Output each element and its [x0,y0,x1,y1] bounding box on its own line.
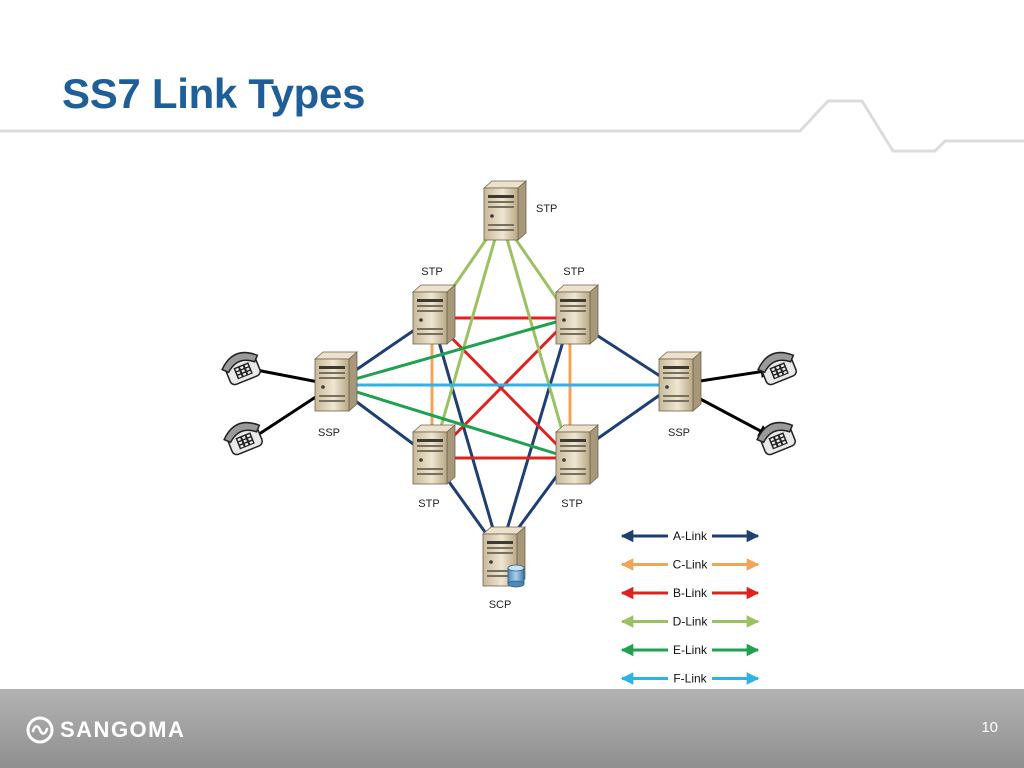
footer-bar: SANGOMA 10 [0,689,1024,768]
legend-label: E-Link [673,643,708,657]
e-link-ssp-l-to-stp-lr [332,382,572,461]
stp-node: STP [554,424,600,510]
ssp-node: SSP [313,351,359,439]
node-label: SSP [668,427,690,439]
stp-node: STP [554,266,600,345]
stp-node: STP [411,266,457,345]
scp-node: SCP [481,526,527,611]
ssp-node: SSP [657,351,703,439]
sangoma-logo-icon [26,716,54,744]
nodes-layer: STP STP STP STP STP SSP SSP SCP [221,180,797,611]
legend-item-c-link: C-Link [620,558,760,572]
page-number: 10 [981,719,998,736]
legend-label: C-Link [673,558,709,572]
node-label: STP [561,498,582,510]
legend-item-f-link: F-Link [620,672,760,686]
telephone-icon [757,351,797,386]
telephone-icon [223,421,263,456]
legend-label: A-Link [673,529,708,543]
header-decor-line-path [0,99,1024,153]
telephone-icon [221,351,261,386]
stp-node: STP [482,180,557,241]
brand-logo: SANGOMA [26,716,185,744]
legend-label: F-Link [673,672,707,686]
e-link-ssp-l-to-stp-ur [332,315,572,388]
legend-label: D-Link [673,615,709,629]
node-label: SCP [489,599,512,611]
node-label: STP [421,266,442,278]
brand-name: SANGOMA [60,717,186,742]
telephone-icon [756,421,796,456]
node-label: SSP [318,427,340,439]
stp-node: STP [411,424,457,510]
slide-title: SS7 Link Types [62,70,366,117]
legend-item-d-link: D-Link [620,615,760,629]
header-decor-line [0,99,1024,153]
node-label: STP [563,266,584,278]
legend-item-e-link: E-Link [620,643,760,657]
legend-label: B-Link [673,586,708,600]
node-label: STP [418,498,439,510]
legend-item-a-link: A-Link [620,529,760,543]
legend-item-b-link: B-Link [620,586,760,600]
node-label: STP [536,203,557,215]
